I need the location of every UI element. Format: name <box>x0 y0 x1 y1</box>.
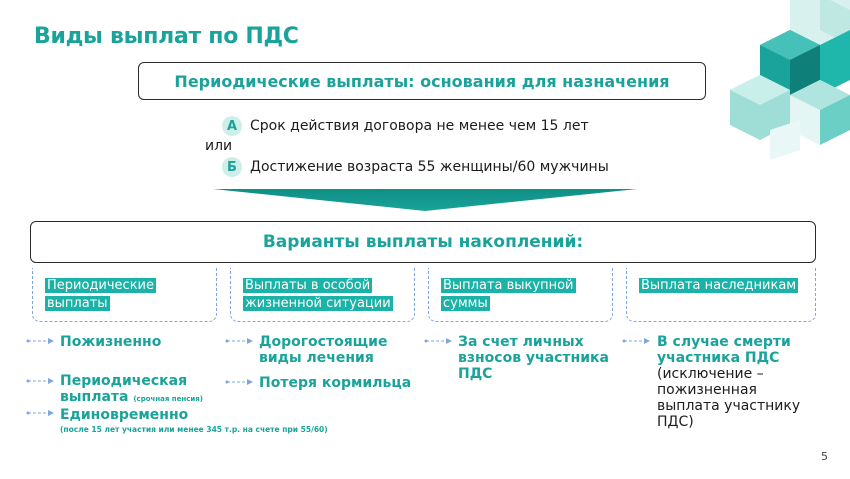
arrow-icon <box>622 338 650 344</box>
arrow-icon <box>26 338 54 344</box>
or-text: или <box>205 138 233 154</box>
item-loss-of-breadwinner: Потеря кормильца <box>259 375 412 391</box>
periodic-payments-header: Периодические выплаты: основания для наз… <box>138 62 706 100</box>
hexagon-pattern-decoration <box>730 0 850 160</box>
item-expensive-treatment: Дорогостоящие виды лечения <box>259 334 388 366</box>
arrow-icon <box>225 338 253 344</box>
item-lump-sum: Единовременно <box>60 407 189 423</box>
condition-a: А Срок действия договора не менее чем 15… <box>222 116 589 136</box>
page-title: Виды выплат по ПДС <box>34 24 299 49</box>
condition-b: Б Достижение возраста 55 женщины/60 мужч… <box>222 157 609 177</box>
category-label: Выплата наследникам <box>639 278 799 293</box>
condition-a-text: Срок действия договора не менее чем 15 л… <box>250 118 589 134</box>
funnel-arrow <box>213 189 637 211</box>
item-lump-sum-note: (после 15 лет участия или менее 345 т.р.… <box>60 425 328 434</box>
arrow-icon <box>424 338 452 344</box>
arrow-icon <box>26 410 54 416</box>
item-periodic-payment: Периодическая выплата (срочная пенсия) <box>60 373 203 405</box>
page-number: 5 <box>821 450 828 463</box>
badge-b: Б <box>222 157 242 177</box>
item-personal-contributions: За счет личных взносов участника ПДС <box>458 334 609 382</box>
item-lifelong: Пожизненно <box>60 334 162 350</box>
arrow-icon <box>225 379 253 385</box>
category-heirs: Выплата наследникам <box>626 268 816 322</box>
item-periodic-small: (срочная пенсия) <box>133 395 203 403</box>
condition-b-text: Достижение возраста 55 женщины/60 мужчин… <box>250 159 609 175</box>
variants-header: Варианты выплаты накоплений: <box>30 221 816 263</box>
badge-a: А <box>222 116 242 136</box>
arrow-icon <box>26 378 54 384</box>
item-death-of-participant: В случае смерти участника ПДС (исключени… <box>657 334 801 430</box>
